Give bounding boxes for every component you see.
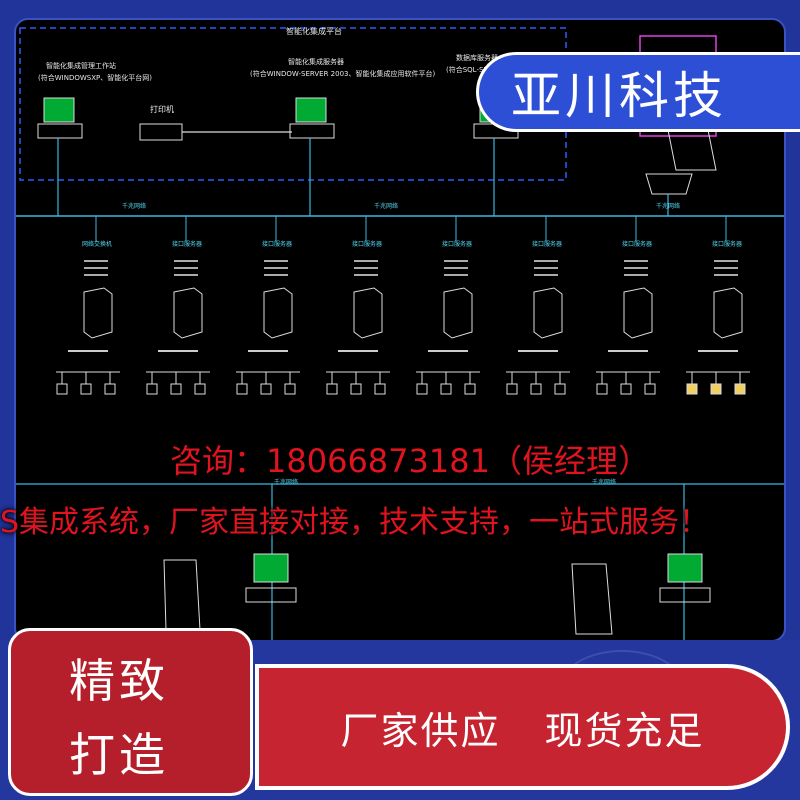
server-keyboard-icon: [289, 123, 335, 139]
lower-monitor-icon-2: [667, 553, 703, 583]
contact-line: 咨询：18066873181（侯经理）: [170, 442, 650, 480]
field-device-icon: [596, 383, 608, 395]
brand-banner: 亚川科技: [476, 52, 800, 132]
subsystem-label: 接口服务器: [442, 240, 472, 248]
remote-keyboard-icon: [645, 173, 693, 195]
field-device-icon: [374, 383, 386, 395]
field-device-icon: [284, 383, 296, 395]
field-device-icon: [710, 383, 722, 395]
badge-line-1: 精致: [69, 654, 169, 708]
field-device-icon: [56, 383, 68, 395]
svg-text:(符合SQL-SERVER): (符合SQL-SERVER): [446, 65, 509, 74]
backbone-label-3: 千兆网络: [656, 202, 680, 210]
field-device-icon: [440, 383, 452, 395]
subsystem-node: 接口服务器: [236, 216, 300, 395]
field-device-icon: [260, 383, 272, 395]
printer-icon: [139, 123, 183, 141]
quality-badge: 精致 打造: [8, 628, 253, 796]
lower-keyboard-icon: [245, 587, 297, 603]
server-tower-icon: [623, 287, 653, 339]
workstation-monitor-icon: [43, 97, 75, 123]
badge-line-2: 打造: [69, 728, 169, 782]
subsystem-label: 接口服务器: [712, 240, 742, 248]
subsystem-label: 接口服务器: [262, 240, 292, 248]
lower-workstation-left: [163, 553, 297, 631]
lower-tower-icon: [163, 559, 201, 631]
svg-text:(符合WINDOWSXP、智能化平台网): (符合WINDOWSXP、智能化平台网): [38, 73, 152, 82]
feature-pill: 厂家供应 现货充足: [255, 664, 790, 790]
field-device-icon: [236, 383, 248, 395]
field-device-icon: [620, 383, 632, 395]
subsystem-label: 接口服务器: [352, 240, 382, 248]
field-device-icon: [506, 383, 518, 395]
subsystem-label: 网络交换机: [82, 240, 112, 248]
top-node-workstation: 智能化集成管理工作站 (符合WINDOWSXP、智能化平台网): [37, 61, 152, 139]
field-device-icon: [350, 383, 362, 395]
lower-tower-icon-2: [571, 563, 613, 635]
subsystem-row: 网络交换机 接口服务器 接口服务器 接口服务器 接口服务器 接口服务器 接口服务器 接口服务器: [56, 216, 750, 395]
brand-name: 亚川科技: [511, 67, 727, 125]
top-node-printer: 打印机: [139, 104, 292, 141]
subsystem-node: 接口服务器: [326, 216, 390, 395]
subsystem-node: 接口服务器: [506, 216, 570, 395]
field-device-icon: [170, 383, 182, 395]
field-device-icon: [416, 383, 428, 395]
field-device-icon: [464, 383, 476, 395]
svg-text:(符合WINDOW-SERVER 2003、智能化集成应用软: (符合WINDOW-SERVER 2003、智能化集成应用软件平台): [250, 69, 435, 78]
workstation-keyboard-icon: [37, 123, 83, 139]
field-device-icon: [80, 383, 92, 395]
subsystem-node: 接口服务器: [686, 216, 750, 395]
lower-label-1: 千兆网络: [274, 478, 298, 486]
subsystem-node: 接口服务器: [416, 216, 480, 395]
field-device-icon: [326, 383, 338, 395]
top-node-server: 智能化集成服务器 (符合WINDOW-SERVER 2003、智能化集成应用软件…: [250, 57, 435, 139]
subsystem-node: 接口服务器: [146, 216, 210, 395]
server-tower-icon: [173, 287, 203, 339]
server-monitor-icon: [295, 97, 327, 123]
field-device-icon: [554, 383, 566, 395]
svg-text:数据库服务器: 数据库服务器: [456, 53, 498, 62]
subsystem-label: 接口服务器: [622, 240, 652, 248]
server-tower-icon: [533, 287, 563, 339]
pill-text-left: 厂家供应: [340, 708, 501, 753]
field-device-icon: [530, 383, 542, 395]
server-tower-icon: [263, 287, 293, 339]
server-tower-icon: [443, 287, 473, 339]
svg-text:智能化集成服务器: 智能化集成服务器: [288, 57, 344, 66]
field-device-icon: [686, 383, 698, 395]
field-device-icon: [644, 383, 656, 395]
server-tower-icon: [353, 287, 383, 339]
lower-keyboard-icon-2: [659, 587, 711, 603]
lower-monitor-icon: [253, 553, 289, 583]
field-device-icon: [194, 383, 206, 395]
subsystem-label: 接口服务器: [172, 240, 202, 248]
svg-text:智能化集成管理工作站: 智能化集成管理工作站: [46, 61, 116, 70]
backbone-label-1: 千兆网络: [122, 202, 146, 210]
pill-text-right: 现货充足: [544, 708, 705, 753]
slogan-line: S集成系统，厂家直接对接，技术支持，一站式服务！: [0, 505, 710, 540]
server-tower-icon: [83, 287, 113, 339]
subsystem-node: 接口服务器: [596, 216, 660, 395]
subsystem-label: 接口服务器: [532, 240, 562, 248]
subsystem-node: 网络交换机: [56, 216, 120, 395]
field-device-icon: [734, 383, 746, 395]
server-tower-icon: [713, 287, 743, 339]
lower-workstation-right: [571, 553, 711, 635]
diagram-title: 智能化集成平台: [286, 26, 342, 36]
lower-label-2: 千兆网络: [592, 478, 616, 486]
field-device-icon: [146, 383, 158, 395]
svg-text:打印机: 打印机: [150, 104, 174, 114]
field-device-icon: [104, 383, 116, 395]
backbone-label-2: 千兆网络: [374, 202, 398, 210]
